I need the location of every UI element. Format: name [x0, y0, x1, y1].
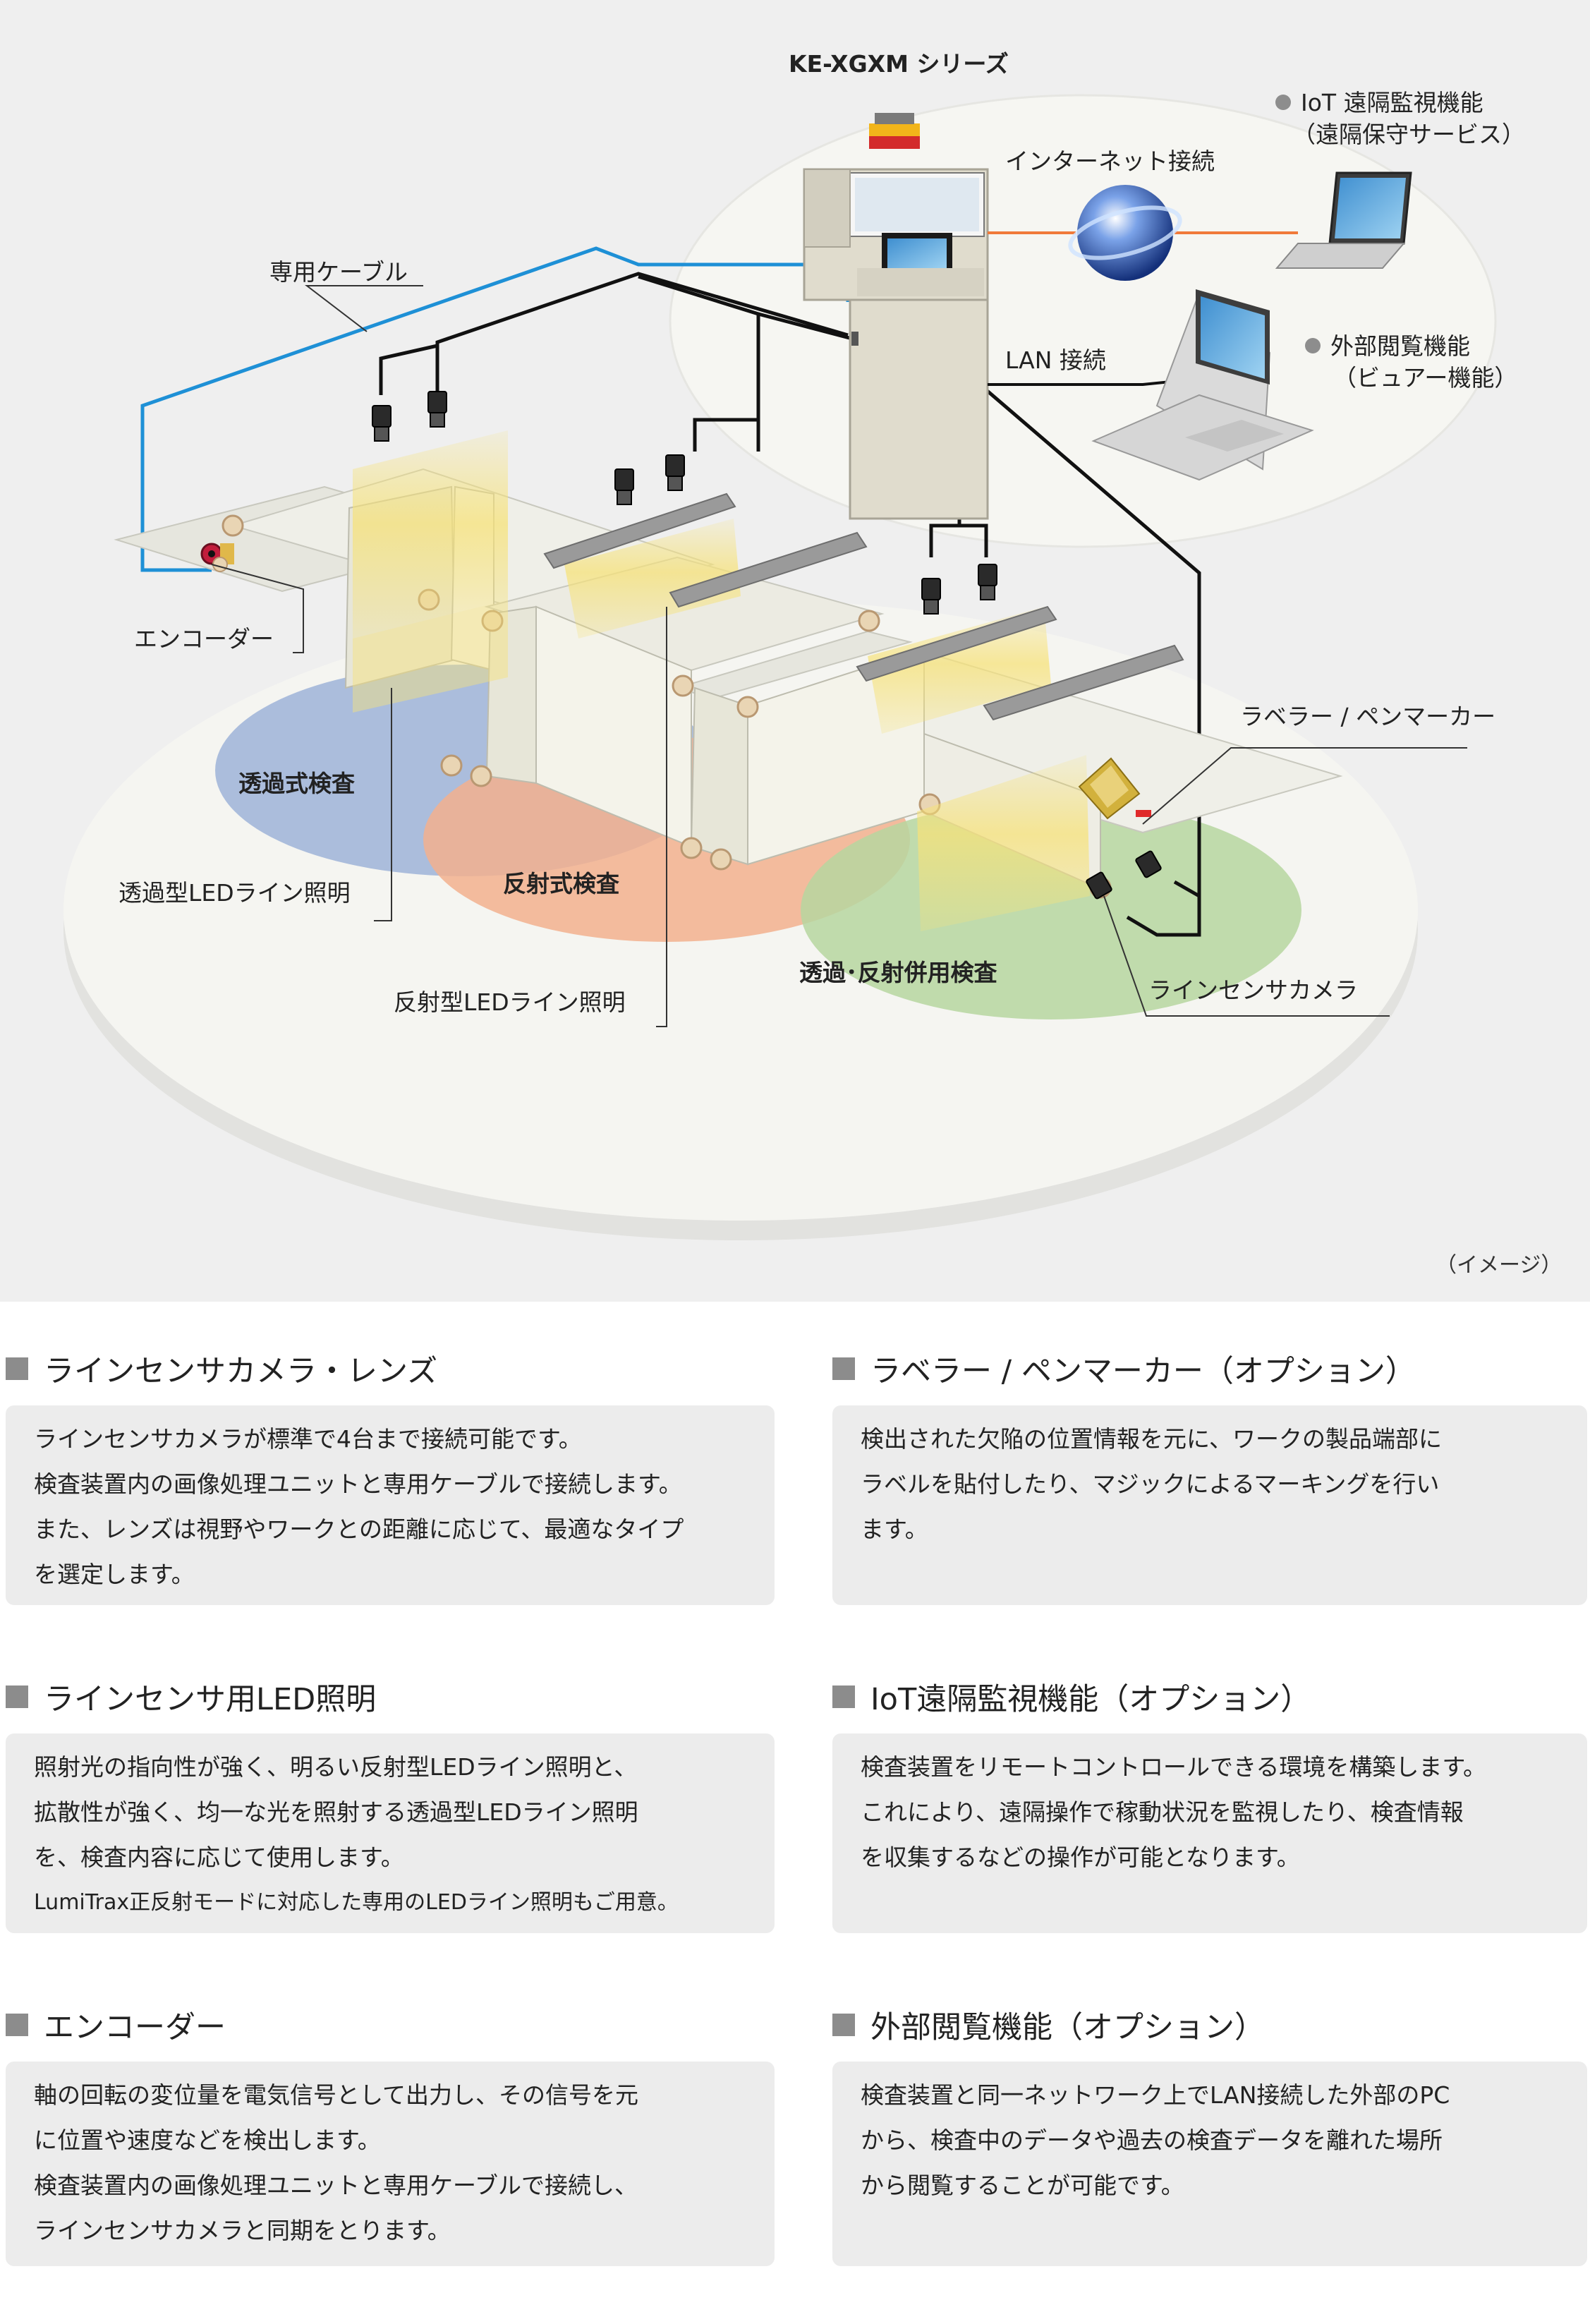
camera-label: ラインセンサカメラ [1148, 976, 1358, 1004]
laptop-icon [1275, 171, 1412, 269]
feature-led-lighting: ラインセンサ用LED照明 照射光の指向性が強く、明るい反射型LEDライン照明と、… [6, 1676, 775, 1933]
transmission-zone-label: 透過式検査 [238, 770, 355, 797]
bullet-icon [1275, 95, 1291, 110]
leader-lines [211, 285, 1467, 1027]
viewer-label-line1: 外部閲覧機能 [1330, 332, 1470, 360]
feature-title: エンコーダー [44, 2010, 226, 2045]
bullet-icon [1305, 338, 1321, 353]
globe-icon [1068, 185, 1182, 281]
description-line: を収集するなどの操作が可能となります。 [861, 1844, 1300, 1871]
description-line: また、レンズは視野やワークとの距離に応じて、最適なタイプ [34, 1515, 684, 1543]
description-line: ラベルを貼付したり、マジックによるマーキングを行い [861, 1470, 1440, 1498]
system-diagram: KE-XGXM シリーズ インターネット接続 IoT 遠隔監視機能 （遠隔保守サ… [0, 0, 1590, 1302]
description-line: LumiTrax正反射モードに対応した専用のLEDライン照明もご用意。 [34, 1890, 679, 1915]
square-bullet-icon [6, 1357, 28, 1380]
feature-external-viewer: 外部閲覧機能（オプション） 検査装置と同一ネットワーク上でLAN接続した外部のP… [832, 2004, 1587, 2266]
reflection-zone-label: 反射式検査 [503, 870, 619, 897]
cable-label: 専用ケーブル [269, 258, 408, 286]
iot-label: IoT 遠隔監視機能 [1275, 88, 1483, 117]
description-line: ラインセンサカメラが標準で4台まで接続可能です。 [34, 1425, 582, 1453]
feature-description: 検査装置と同一ネットワーク上でLAN接続した外部のPC から、検査中のデータや過… [832, 2062, 1587, 2266]
reflection-led-bars [543, 492, 1184, 721]
series-label: KE-XGXM シリーズ [789, 50, 1009, 78]
feature-title: IoT遠隔監視機能（オプション） [870, 1682, 1311, 1717]
feature-title: 外部閲覧機能（オプション） [870, 2010, 1265, 2045]
diagram-illustration [63, 94, 1497, 1240]
description-line: 検査装置内の画像処理ユニットと専用ケーブルで接続します。 [34, 1470, 682, 1498]
feature-description: 照射光の指向性が強く、明るい反射型LEDライン照明と、 拡散性が強く、均一な光を… [6, 1733, 775, 1933]
description-line: を選定します。 [34, 1561, 195, 1588]
description-line: 検査装置内の画像処理ユニットと専用ケーブルで接続し、 [34, 2172, 638, 2199]
encoder-device [200, 543, 234, 572]
viewer-label: 外部閲覧機能 [1305, 332, 1470, 361]
square-bullet-icon [6, 1685, 28, 1708]
description-line: から閲覧することが可能です。 [861, 2172, 1184, 2199]
description-line: これにより、遠隔操作で稼動状況を監視したり、検査情報 [861, 1798, 1464, 1826]
labeler-device [1078, 757, 1151, 820]
inspection-machine [803, 113, 989, 520]
encoder-label: エンコーダー [134, 625, 274, 653]
feature-encoder: エンコーダー 軸の回転の変位量を電気信号として出力し、その信号を元 に位置や速度… [6, 2004, 775, 2266]
feature-line-sensor-camera: ラインセンサカメラ・レンズ ラインセンサカメラが標準で4台まで接続可能です。 検… [6, 1348, 775, 1605]
combined-zone-label: 透過･反射併用検査 [799, 959, 997, 986]
description-line: 照射光の指向性が強く、明るい反射型LEDライン照明と、 [34, 1753, 638, 1781]
square-bullet-icon [832, 2014, 855, 2036]
viewer-label-line2: （ビュアー機能） [1333, 364, 1518, 392]
description-line: 拡散性が強く、均一な光を照射する透過型LEDライン照明 [34, 1798, 638, 1826]
feature-description: 軸の回転の変位量を電気信号として出力し、その信号を元 に位置や速度などを検出しま… [6, 2062, 775, 2266]
description-line: に位置や速度などを検出します。 [34, 2126, 381, 2154]
feature-description: ラインセンサカメラが標準で4台まで接続可能です。 検査装置内の画像処理ユニットと… [6, 1405, 775, 1605]
desktop-pc-icon [1091, 289, 1314, 481]
square-bullet-icon [6, 2014, 28, 2036]
feature-description: 検出された欠陥の位置情報を元に、ワークの製品端部に ラベルを貼付したり、マジック… [832, 1405, 1587, 1605]
feature-title: ラベラー / ペンマーカー（オプション） [870, 1354, 1416, 1389]
line-sensor-cameras [372, 391, 1162, 900]
description-line: 検査装置をリモートコントロールできる環境を構築します。 [861, 1753, 1487, 1781]
transmission-led-label: 透過型LEDライン照明 [119, 879, 351, 907]
description-line: ます。 [861, 1515, 928, 1543]
description-line: 軸の回転の変位量を電気信号として出力し、その信号を元 [34, 2081, 639, 2109]
reflection-led-label: 反射型LEDライン照明 [394, 988, 626, 1016]
description-line: 検査装置と同一ネットワーク上でLAN接続した外部のPC [861, 2081, 1450, 2109]
lan-label: LAN 接続 [1005, 346, 1106, 374]
feature-title: ラインセンサ用LED照明 [44, 1682, 377, 1717]
square-bullet-icon [832, 1685, 855, 1708]
description-line: 検出された欠陥の位置情報を元に、ワークの製品端部に [861, 1425, 1443, 1453]
iot-label-line2: （遠隔保守サービス） [1292, 121, 1525, 148]
feature-iot-monitoring: IoT遠隔監視機能（オプション） 検査装置をリモートコントロールできる環境を構築… [832, 1676, 1587, 1933]
feature-title: ラインセンサカメラ・レンズ [44, 1354, 438, 1389]
led-beams [353, 430, 1090, 931]
feature-description: 検査装置をリモートコントロールできる環境を構築します。 これにより、遠隔操作で稼… [832, 1733, 1587, 1933]
feature-labeler: ラベラー / ペンマーカー（オプション） 検出された欠陥の位置情報を元に、ワーク… [832, 1348, 1587, 1605]
iot-label-line1: IoT 遠隔監視機能 [1301, 89, 1483, 116]
internet-label: インターネット接続 [1005, 147, 1215, 175]
description-line: を、検査内容に応じて使用します。 [34, 1844, 404, 1871]
description-line: から、検査中のデータや過去の検査データを離れた場所 [861, 2126, 1443, 2154]
square-bullet-icon [832, 1357, 855, 1380]
description-line: ラインセンサカメラと同期をとります。 [34, 2217, 451, 2244]
labeler-label: ラベラー / ペンマーカー [1240, 703, 1496, 730]
image-note: （イメージ） [1436, 1253, 1562, 1278]
